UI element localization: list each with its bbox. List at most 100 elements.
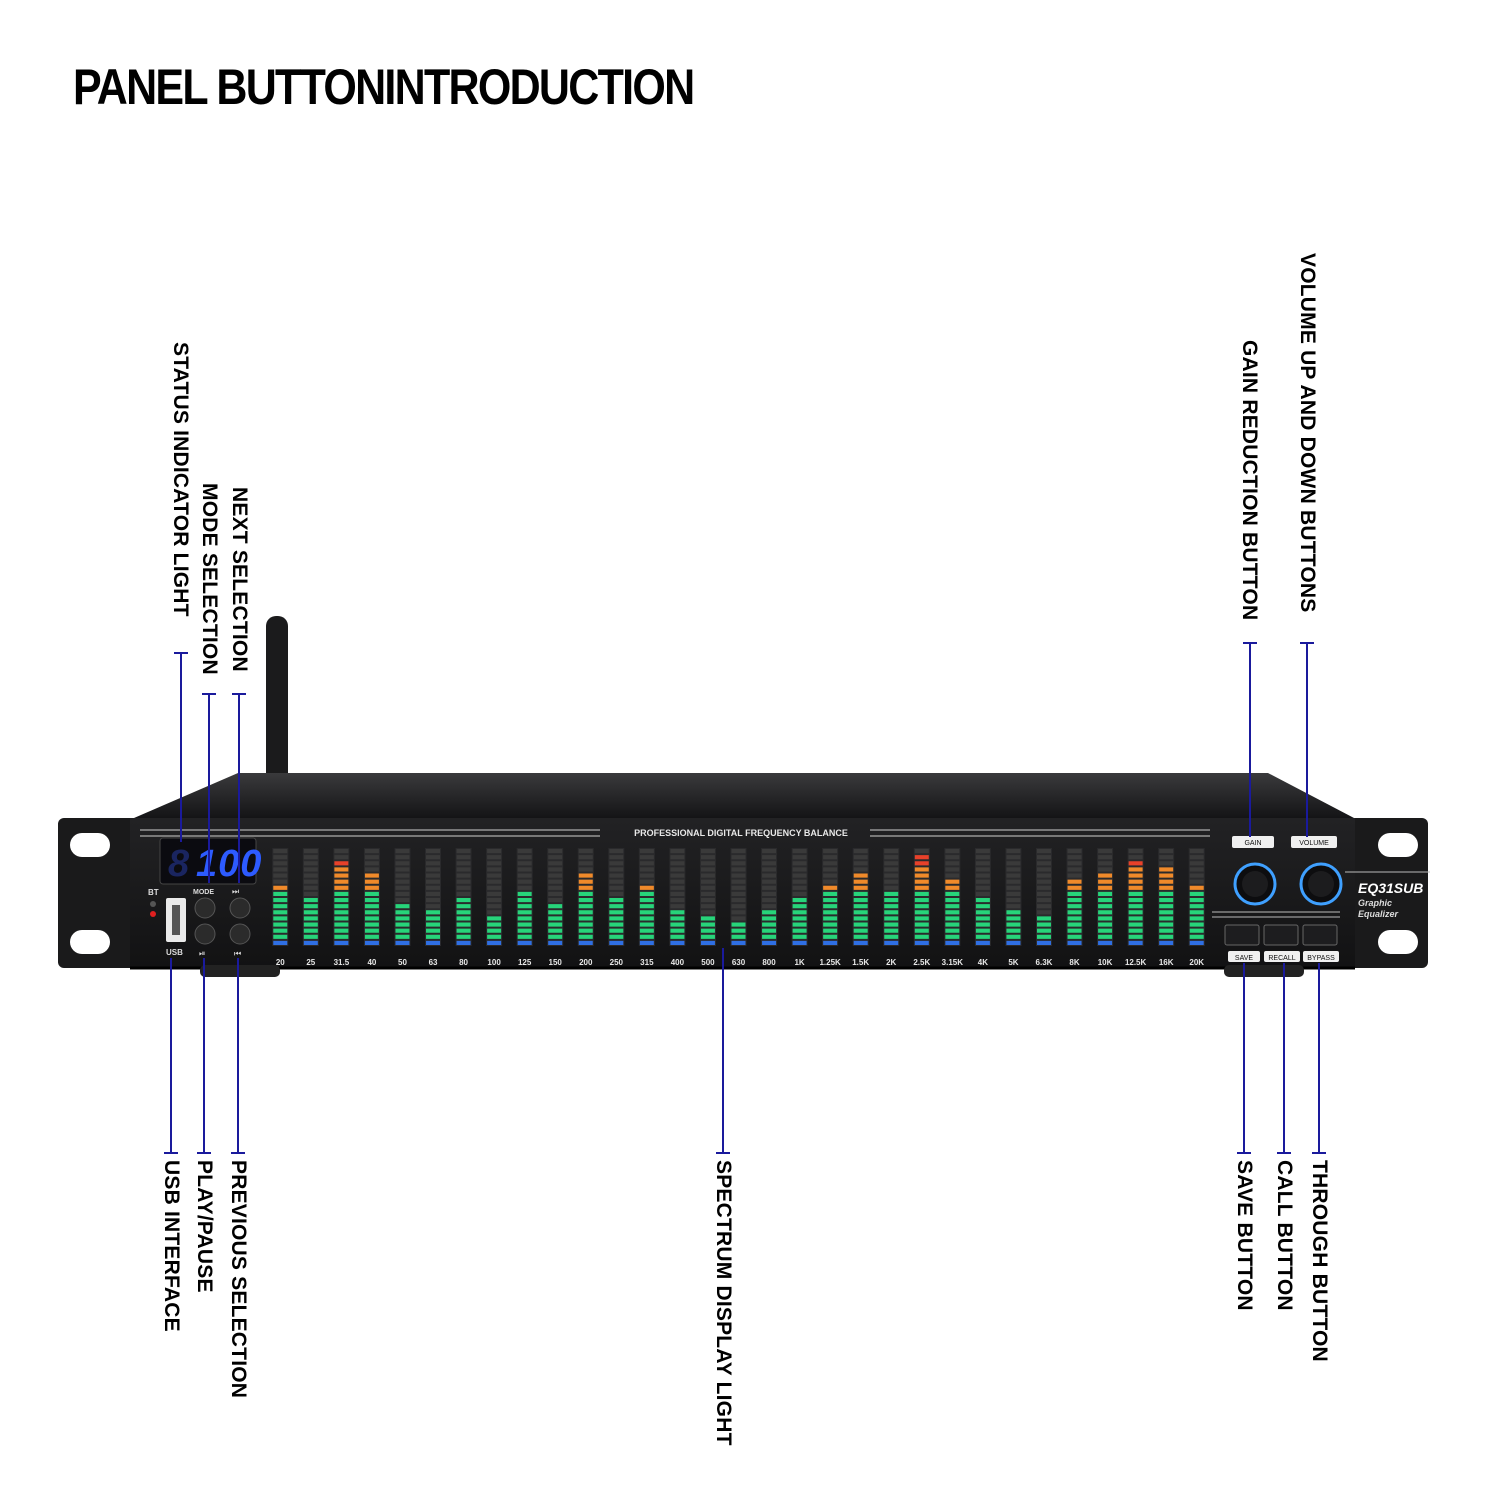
spectrum-column-315 [638,848,655,946]
spectrum-led-segment [609,904,624,909]
spectrum-led-segment [548,849,563,854]
spectrum-led-segment [578,910,593,915]
spectrum-led-segment [1159,928,1174,933]
spectrum-led-segment [334,910,349,915]
spectrum-led-segment [426,861,441,866]
spectrum-led-segment [456,891,471,896]
spectrum-led-segment [884,855,899,860]
spectrum-led-segment [1159,891,1174,896]
spectrum-led-segment [273,861,288,866]
spectrum-led-segment [853,940,868,945]
spectrum-led-segment [548,891,563,896]
spectrum-led-segment [1189,934,1204,939]
spectrum-led-segment [823,861,838,866]
spectrum-led-segment [914,861,929,866]
spectrum-led-segment [853,873,868,878]
spectrum-led-segment [334,922,349,927]
spectrum-led-segment [548,910,563,915]
spectrum-led-segment [823,879,838,884]
spectrum-led-segment [762,910,777,915]
spectrum-led-segment [487,891,502,896]
spectrum-column-3.15K [944,848,961,946]
spectrum-led-segment [670,879,685,884]
spectrum-led-segment [853,849,868,854]
spectrum-led-segment [364,861,379,866]
spectrum-led-segment [273,910,288,915]
spectrum-led-segment [273,879,288,884]
spectrum-led-segment [945,916,960,921]
spectrum-led-segment [517,934,532,939]
spectrum-led-segment [670,891,685,896]
spectrum-led-segment [1036,861,1051,866]
spectrum-led-segment [639,855,654,860]
spectrum-led-segment [364,855,379,860]
spectrum-led-segment [1006,873,1021,878]
spectrum-led-segment [548,904,563,909]
spectrum-led-segment [1159,873,1174,878]
spectrum-led-segment [548,940,563,945]
spectrum-led-segment [823,910,838,915]
spectrum-led-segment [1067,873,1082,878]
spectrum-led-segment [517,879,532,884]
play-label: ⏯ [199,949,205,958]
spectrum-led-segment [670,861,685,866]
spectrum-led-segment [1159,940,1174,945]
band-label: 125 [518,958,532,967]
band-label: 400 [671,958,685,967]
spectrum-led-segment [945,873,960,878]
spectrum-led-segment [1189,873,1204,878]
spectrum-led-segment [823,928,838,933]
spectrum-led-segment [731,916,746,921]
spectrum-led-segment [1067,898,1082,903]
spectrum-led-segment [303,922,318,927]
spectrum-column-25 [302,848,319,946]
spectrum-led-segment [700,928,715,933]
spectrum-led-segment [395,885,410,890]
band-label: 100 [487,958,501,967]
spectrum-led-segment [1067,879,1082,884]
spectrum-led-segment [853,904,868,909]
spectrum-led-segment [823,904,838,909]
spectrum-led-segment [273,898,288,903]
spectrum-led-segment [762,904,777,909]
spectrum-led-segment [731,910,746,915]
spectrum-led-segment [426,910,441,915]
spectrum-led-segment [517,855,532,860]
spectrum-led-segment [1098,928,1113,933]
spectrum-led-segment [609,873,624,878]
spectrum-led-segment [884,940,899,945]
spectrum-led-segment [1189,855,1204,860]
spectrum-led-segment [334,885,349,890]
spectrum-led-segment [1159,904,1174,909]
spectrum-led-segment [975,867,990,872]
spectrum-led-segment [334,879,349,884]
svg-text:8: 8 [168,843,190,885]
band-label: 315 [640,958,654,967]
spectrum-led-segment [487,934,502,939]
spectrum-led-segment [1006,898,1021,903]
spectrum-led-segment [1006,855,1021,860]
spectrum-led-segment [700,891,715,896]
spectrum-led-segment [792,879,807,884]
spectrum-led-segment [975,861,990,866]
spectrum-led-segment [395,904,410,909]
spectrum-led-segment [914,940,929,945]
spectrum-led-segment [945,940,960,945]
spectrum-led-segment [792,849,807,854]
bypass-button [1302,924,1338,946]
usb-label: USB [166,948,183,957]
spectrum-led-segment [700,922,715,927]
spectrum-led-segment [1036,940,1051,945]
spectrum-led-segment [945,855,960,860]
spectrum-led-segment [884,898,899,903]
spectrum-led-segment [334,873,349,878]
spectrum-led-segment [578,873,593,878]
spectrum-column-400 [669,848,686,946]
spectrum-led-segment [334,940,349,945]
spectrum-led-segment [639,904,654,909]
spectrum-led-segment [487,910,502,915]
spectrum-led-segment [1098,849,1113,854]
spectrum-led-segment [762,879,777,884]
spectrum-led-segment [487,898,502,903]
